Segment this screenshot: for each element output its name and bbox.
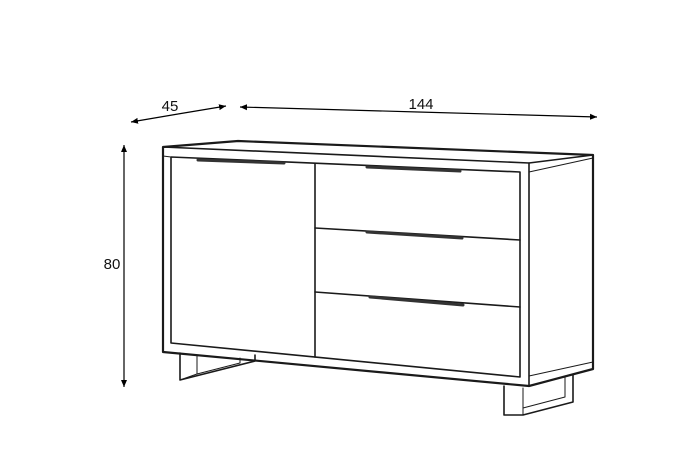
sideboard-body bbox=[161, 139, 595, 388]
width-arrow-right bbox=[417, 111, 598, 120]
front-panel bbox=[170, 156, 521, 378]
height-dimension: 80 bbox=[104, 145, 127, 387]
depth-dimension: 45 bbox=[130, 98, 227, 124]
width-arrow-left bbox=[239, 104, 419, 113]
right-leg bbox=[503, 374, 574, 416]
height-label: 80 bbox=[104, 256, 121, 273]
door-handle bbox=[196, 158, 286, 165]
depth-arrow-right bbox=[177, 104, 227, 115]
depth-arrow-left bbox=[130, 113, 179, 124]
drawer-handle-2 bbox=[365, 230, 464, 240]
width-dimension: 144 bbox=[239, 96, 598, 120]
side-top-inner bbox=[528, 157, 594, 173]
width-label: 144 bbox=[408, 96, 433, 113]
drawer-divider-2 bbox=[314, 291, 521, 308]
depth-label: 45 bbox=[162, 98, 179, 115]
drawer-handle-3 bbox=[368, 295, 465, 307]
side-bottom-inner bbox=[528, 361, 594, 377]
drawer-handle-1 bbox=[365, 165, 462, 173]
left-leg bbox=[179, 352, 256, 381]
